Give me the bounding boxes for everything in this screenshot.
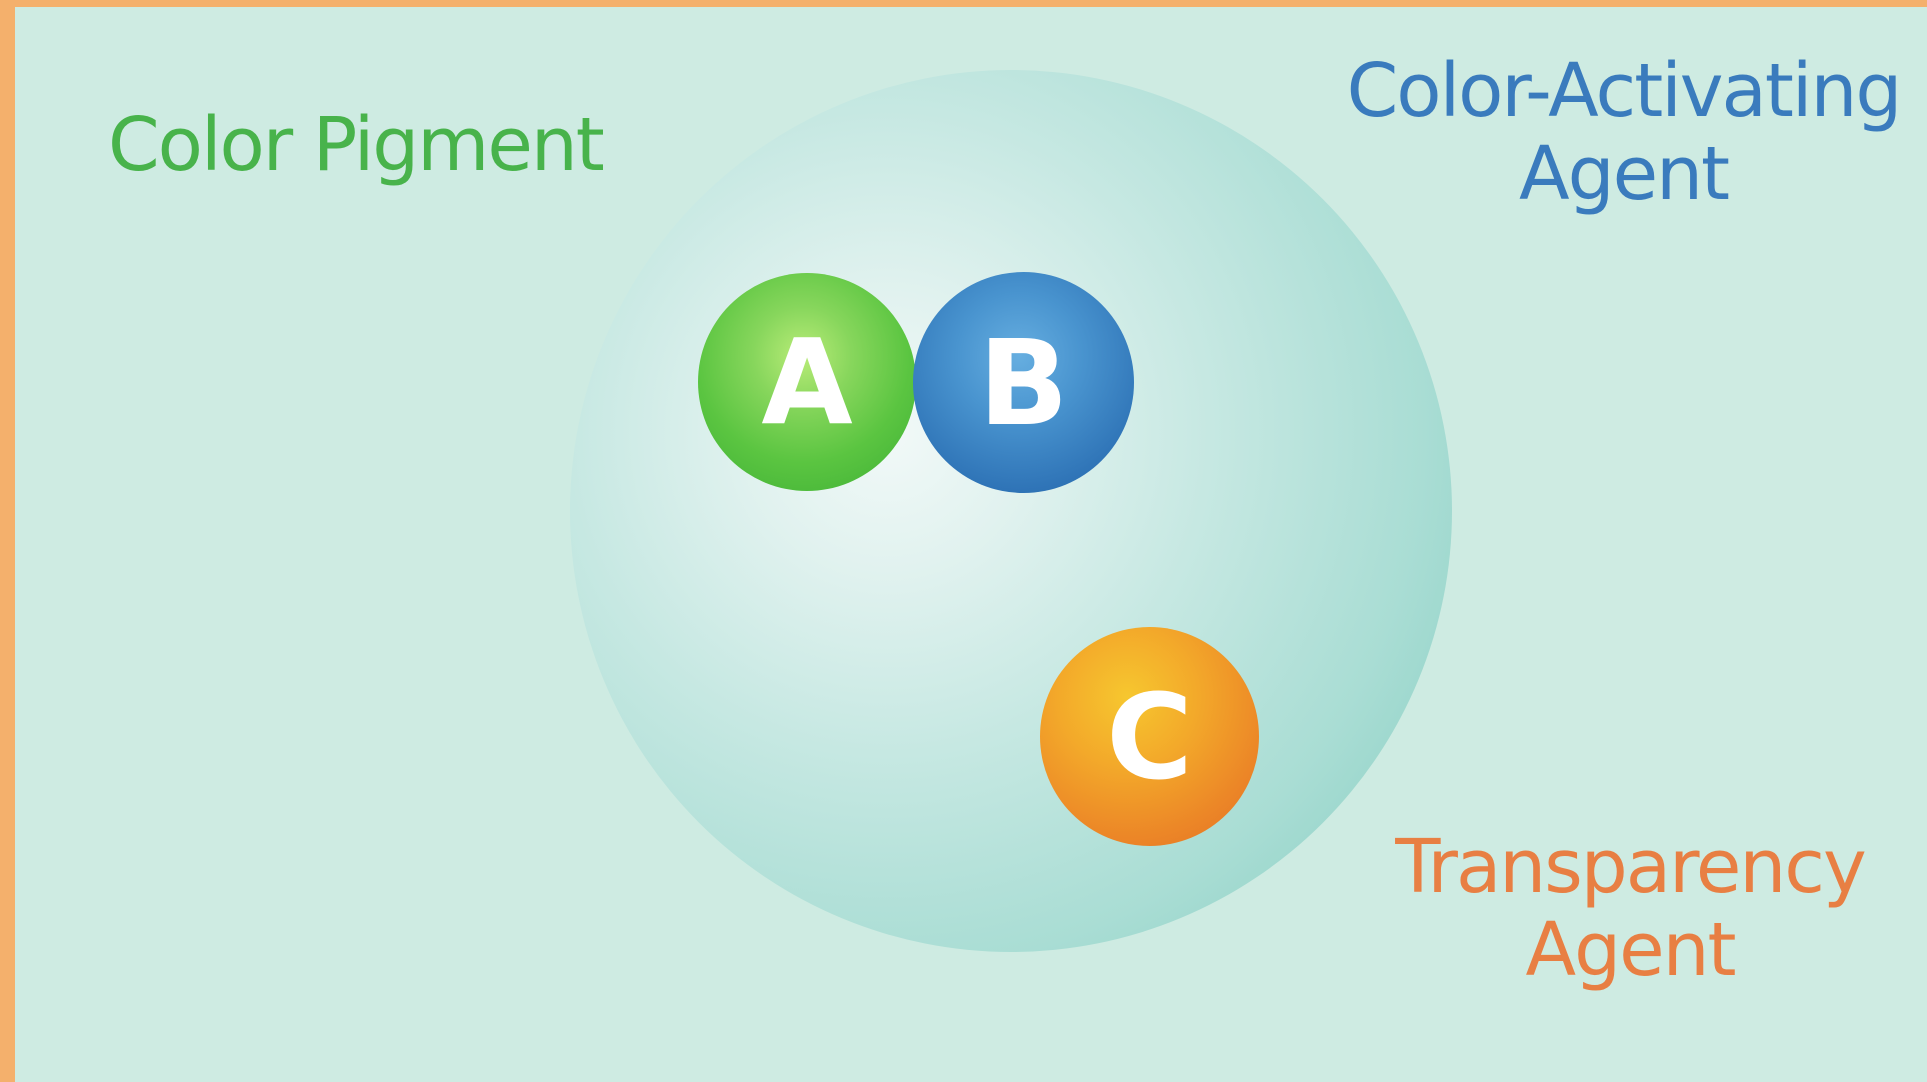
color-activating-agent-label: Color-Activating Agent [1346, 48, 1903, 217]
ball-b: B [913, 272, 1134, 493]
ball-c-letter: C [1106, 667, 1193, 806]
ball-a: A [698, 273, 916, 491]
ball-b-letter: B [978, 313, 1069, 452]
color-pigment-label: Color Pigment [108, 102, 605, 188]
transparency-agent-label: Transparency Agent [1395, 824, 1867, 993]
ball-a-letter: A [761, 313, 853, 451]
capsule-sphere [570, 70, 1452, 952]
ball-c: C [1040, 627, 1259, 846]
